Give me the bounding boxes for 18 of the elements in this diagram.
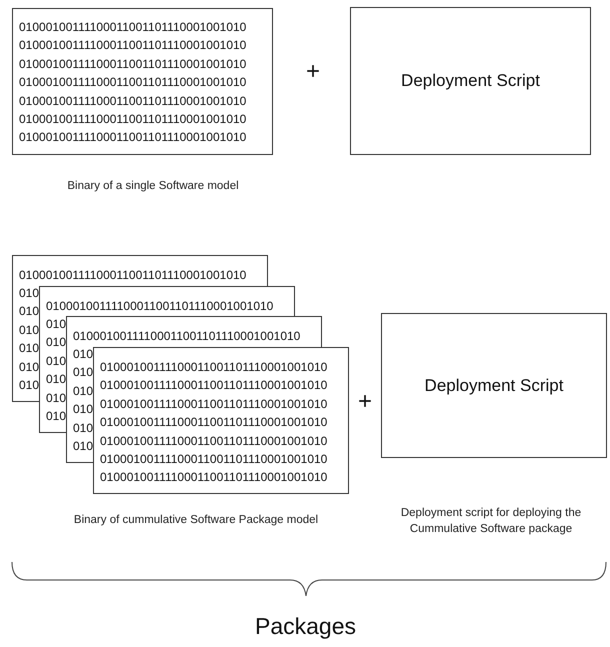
plus-sign: + (358, 390, 372, 414)
binary-text: 010 010 010 010 010 010 (19, 285, 40, 394)
binary-text: 010 010 010 010 010 010 (73, 346, 94, 456)
caption: Binary of a single Software model (66, 179, 240, 194)
plus-sign: + (306, 60, 320, 84)
binary-stack-drawing (12, 255, 349, 493)
script-box: Deployment Script (350, 7, 591, 155)
script-box: Deployment Script (381, 313, 607, 458)
binary-text: 01000100111100011001101110001001010 01000100111100011001101110001001010 01000100111100011001101110001001010 01000100111100011001101110001001010 01000100111100011001101110001001010 01000100111100011001101110001001010 01000100111100011001101110001001010 (100, 359, 328, 486)
binary-text: 01000100111100011001101110001001010 01000100111100011001101110001001010 01000100111100011001101110001001010 01000100111100011001101110001001010 01000100111100011001101110001001010 01000100111100011001101110001001010 01000100111100011001101110001001010 (19, 19, 248, 146)
binary-card (12, 8, 273, 155)
binary-text: 01000100111100011001101110001001010 (19, 267, 248, 284)
binary-text: 010 010 010 010 010 010 (46, 316, 67, 426)
binary-text: 01000100111100011001101110001001010 (46, 298, 274, 315)
caption: Deployment script for deploying the Cummulative Software package (400, 506, 582, 537)
caption: Binary of cummulative Software Package model (72, 513, 320, 528)
title-label: Packages (255, 615, 356, 638)
binary-text: 01000100111100011001101110001001010 (73, 328, 302, 345)
